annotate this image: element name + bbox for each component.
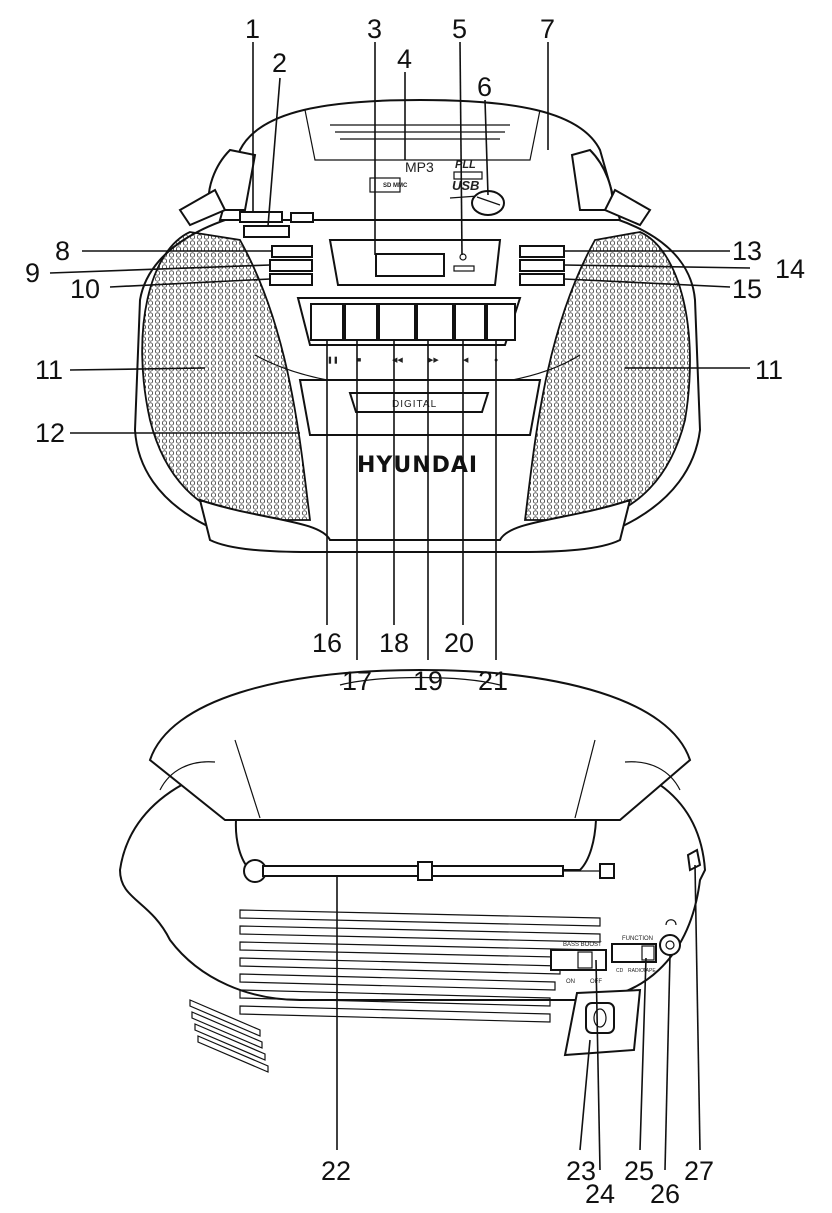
callout-11-left: 11 [35, 355, 63, 385]
callout-23: 23 [566, 1156, 596, 1186]
callout-1: 1 [245, 14, 260, 44]
function-switch[interactable] [611, 943, 657, 963]
tape-button-pause[interactable] [310, 303, 344, 341]
tape-button-stop-eject[interactable] [344, 303, 378, 341]
callout-25: 25 [624, 1156, 654, 1186]
button-10[interactable] [269, 273, 313, 286]
bass-boost-label: BASS BOOST [563, 942, 602, 948]
usb-logo: USB [452, 178, 479, 193]
callout-5: 5 [452, 14, 467, 44]
button-2[interactable] [243, 225, 290, 238]
digital-label: DIGITAL [392, 399, 437, 410]
telescopic-antenna[interactable] [262, 865, 564, 877]
callout-numbers: 1 2 3 4 5 6 7 8 9 10 11 11 12 13 14 15 1… [25, 14, 805, 1209]
callout-20: 20 [444, 628, 474, 658]
callout-8: 8 [55, 236, 70, 266]
pll-logo: PLL [455, 159, 476, 171]
callout-7: 7 [540, 14, 555, 44]
play-icon: ◀ [463, 357, 469, 364]
callout-11-right: 11 [755, 355, 783, 385]
function-tape-label: TAPE [643, 968, 656, 974]
fast-forward-icon: ▶▶ [428, 357, 439, 364]
tape-button-ff[interactable] [416, 303, 454, 341]
button-13[interactable] [519, 245, 565, 258]
mp3-logo: MP3 [405, 159, 434, 175]
tape-button-rec[interactable] [486, 303, 516, 341]
button-9[interactable] [269, 259, 313, 272]
callout-16: 16 [312, 628, 342, 658]
callout-6: 6 [477, 72, 492, 102]
button-15[interactable] [519, 273, 565, 286]
tape-buttons [310, 303, 516, 341]
tape-button-rew[interactable] [378, 303, 416, 341]
rewind-icon: ◀◀ [392, 357, 403, 364]
lcd-display [375, 253, 445, 277]
function-radio-label: RADIO [628, 968, 644, 974]
back-view: BASS BOOST ON OFF FUNCTION CD RADIO TAPE [118, 668, 707, 1073]
sd-mmc-label: SD MMC [383, 183, 408, 189]
callout-12: 12 [35, 418, 65, 448]
callout-24: 24 [585, 1179, 615, 1209]
bass-on-label: ON [566, 979, 575, 985]
stop-icon: ■ [357, 357, 361, 364]
callout-27: 27 [684, 1156, 714, 1186]
indicator-led [459, 253, 467, 261]
button-8[interactable] [271, 245, 313, 258]
vent-slots [189, 909, 601, 1073]
callout-10: 10 [70, 274, 100, 304]
function-label: FUNCTION [622, 936, 653, 942]
front-view: MP3 PLL SD MMC USB ❚❚ ■ ◀◀ ▶▶ ◀ ● [133, 98, 702, 553]
callout-lines [49, 41, 751, 1171]
headphone-jack[interactable] [659, 934, 681, 956]
callout-3: 3 [367, 14, 382, 44]
callout-21: 21 [478, 666, 508, 696]
callout-22: 22 [321, 1156, 351, 1186]
tape-button-play[interactable] [454, 303, 486, 341]
brand-logo: HYUNDAI [357, 453, 478, 478]
callout-9: 9 [25, 258, 40, 288]
callout-14: 14 [775, 254, 805, 284]
callout-4: 4 [397, 44, 412, 74]
headphone-icon [665, 919, 677, 926]
callout-26: 26 [650, 1179, 680, 1209]
pause-icon: ❚❚ [327, 356, 339, 364]
callout-2: 2 [272, 48, 287, 78]
right-speaker-grille [523, 231, 691, 521]
callout-15: 15 [732, 274, 762, 304]
callout-19: 19 [413, 666, 443, 696]
ac-power-socket[interactable] [585, 1002, 615, 1034]
callout-13: 13 [732, 236, 762, 266]
button-14[interactable] [519, 259, 565, 272]
button-1[interactable] [239, 211, 283, 223]
sd-slot[interactable] [369, 177, 401, 193]
function-cd-label: CD [616, 968, 624, 974]
callout-18: 18 [379, 628, 409, 658]
callout-17: 17 [342, 666, 372, 696]
